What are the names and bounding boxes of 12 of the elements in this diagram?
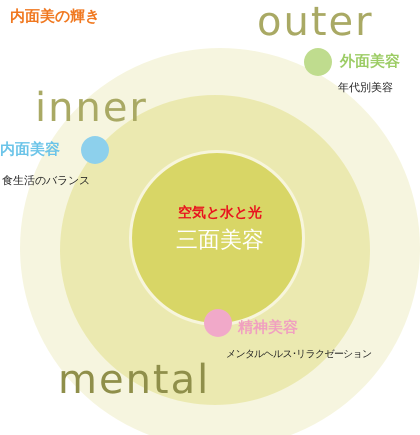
ring-label: inner <box>35 88 148 128</box>
ring-label: outer <box>257 2 374 42</box>
dot-heading: 外面美容 <box>340 53 400 70</box>
circle-title: 三面美容 <box>175 229 265 254</box>
dot-note: 年代別美容 <box>338 82 393 94</box>
dot-heading: 内面美容 <box>0 141 60 158</box>
ring-label: mental <box>58 360 210 400</box>
circle-subtitle: 空気と水と光 <box>177 206 263 222</box>
dot-heading: 精神美容 <box>238 319 298 336</box>
dot-note: 食生活のバランス <box>2 175 90 188</box>
dot-note: メンタルヘルス･リラクゼーション <box>226 349 372 360</box>
tagline: 内面美の輝き <box>10 9 100 24</box>
